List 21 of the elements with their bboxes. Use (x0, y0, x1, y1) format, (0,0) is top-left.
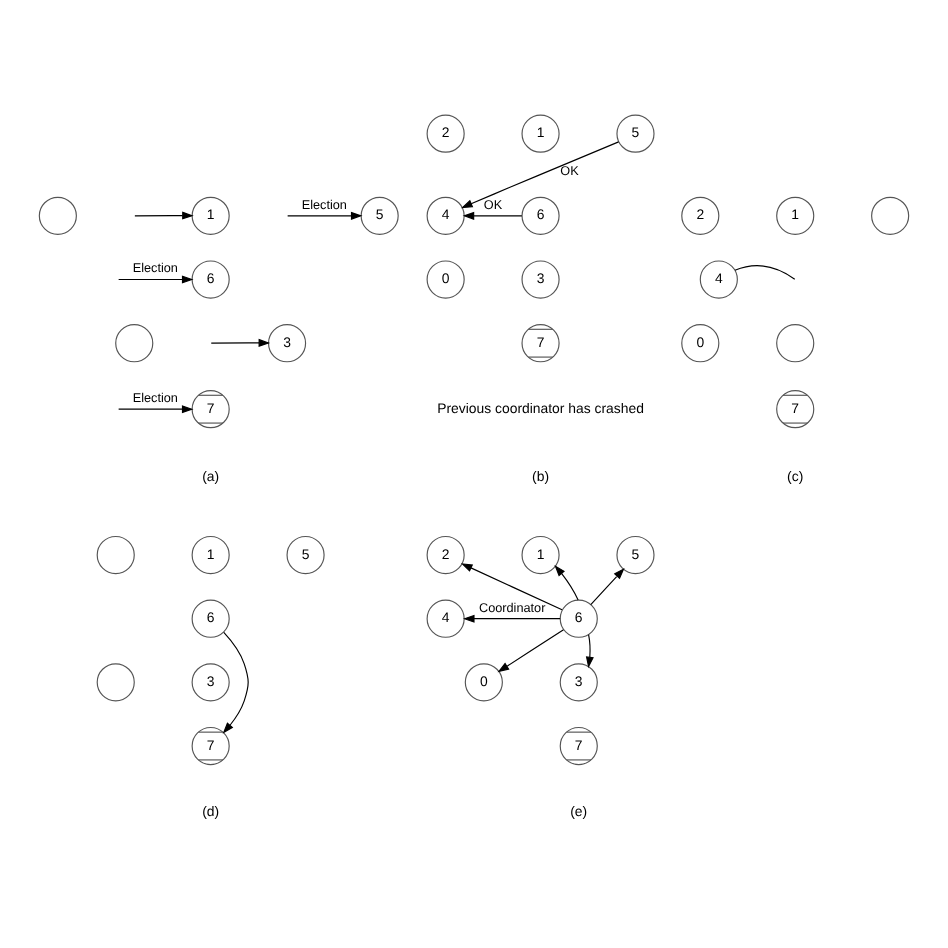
arrow (460, 563, 563, 611)
node-circle (115, 324, 154, 363)
connector (734, 265, 796, 280)
node-circle (38, 196, 77, 235)
arrow (222, 631, 249, 734)
arrow (590, 567, 625, 606)
arrow (462, 614, 561, 623)
arrow (287, 211, 363, 220)
arrow (210, 338, 271, 347)
arrow (585, 634, 594, 669)
node-circle (776, 324, 815, 363)
node-circle (96, 535, 135, 575)
arrow (461, 141, 620, 209)
arrow (462, 211, 523, 220)
node-circle (96, 663, 135, 702)
arrow (554, 565, 579, 601)
arrow (134, 211, 194, 220)
node-circle (871, 196, 910, 235)
arrow (497, 629, 565, 673)
arrow (118, 275, 194, 284)
arrow (118, 405, 194, 414)
